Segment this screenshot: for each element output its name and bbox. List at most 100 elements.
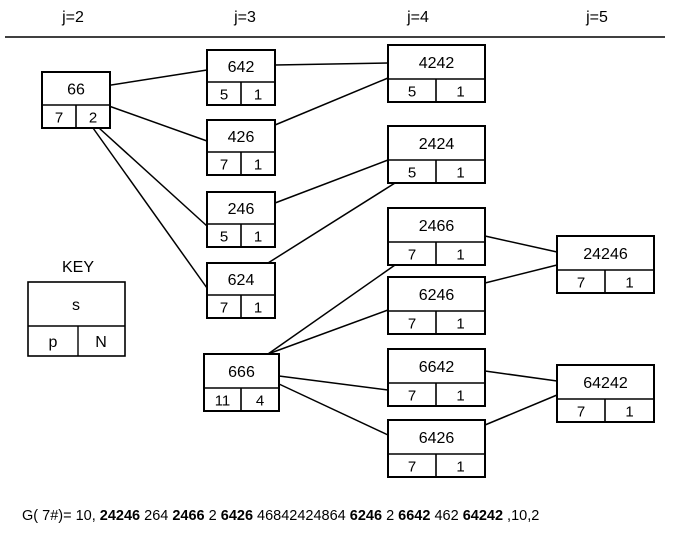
formula-term: ,10,2 [503, 508, 540, 524]
node-s-value: 64242 [583, 375, 628, 392]
formula-bold-term: 2466 [172, 508, 205, 524]
node-p-value: 5 [220, 87, 228, 104]
node-p-value: 7 [408, 459, 416, 476]
formula-prefix: G( 7#)= 10, [22, 508, 100, 524]
formula-bold-term: 24246 [99, 508, 141, 524]
key-n-label: N [95, 334, 107, 351]
node-p-value: 11 [215, 393, 231, 410]
edge-66-246 [98, 127, 208, 227]
node-n-value: 1 [254, 87, 262, 104]
node-s-value: 66 [67, 82, 85, 99]
edge-624-2424 [267, 182, 396, 264]
edge-6246-24246 [484, 264, 558, 284]
node-p-value: 7 [577, 275, 585, 292]
key-p-label: p [49, 334, 58, 351]
edge-66-642 [91, 69, 208, 89]
column-header: j=2 [61, 9, 84, 26]
node-24246: 24246 7 1 [556, 235, 655, 294]
column-header: j=4 [406, 9, 429, 26]
formula-text: G( 7#)= 10, 24246 264 2466 2 6426 468424… [22, 508, 539, 524]
node-666: 666 11 4 [203, 353, 280, 412]
node-s-value: 426 [228, 129, 255, 146]
column-header: j=5 [585, 9, 608, 26]
key-title: KEY [62, 259, 94, 276]
node-n-value: 1 [254, 157, 262, 174]
node-66: 667 2 [41, 71, 111, 129]
formula-parts: 24246 264 2466 2 6426 46842424864 6246 2… [100, 508, 540, 524]
formula-term: 2 [204, 508, 221, 524]
node-n-value: 1 [254, 229, 262, 246]
formula-bold-term: 6642 [398, 508, 431, 524]
edges [91, 62, 558, 436]
node-s-value: 246 [228, 201, 255, 218]
node-s-value: 6426 [419, 430, 455, 447]
node-n-value: 1 [456, 84, 464, 101]
node-s-value: 666 [228, 364, 255, 381]
node-n-value: 1 [456, 459, 464, 476]
formula-bold-term: 64242 [462, 508, 504, 524]
node-n-value: 4 [256, 393, 264, 410]
node-p-value: 7 [577, 404, 585, 421]
node-s-value: 6246 [419, 287, 455, 304]
node-n-value: 1 [456, 247, 464, 264]
node-s-value: 4242 [419, 55, 455, 72]
edge-666-6642 [278, 375, 389, 391]
node-p-value: 7 [408, 388, 416, 405]
node-n-value: 1 [625, 404, 633, 421]
node-n-value: 2 [89, 110, 97, 127]
node-p-value: 7 [408, 247, 416, 264]
edge-426-4242 [274, 77, 389, 126]
column-headers: j=2 j=3 j=4 j=5 [61, 9, 608, 26]
node-n-value: 1 [254, 300, 262, 317]
edge-666-6246 [267, 309, 389, 355]
column-header: j=3 [233, 9, 256, 26]
node-s-value: 2424 [419, 136, 455, 153]
node-s-value: 624 [228, 272, 255, 289]
formula-bold-term: 6246 [349, 508, 383, 524]
node-p-value: 7 [220, 157, 228, 174]
edge-246-2424 [274, 159, 389, 204]
edge-6426-64242 [484, 394, 558, 426]
formula-term: 2 [382, 508, 399, 524]
key-s-label: s [72, 297, 80, 314]
node-p-value: 5 [408, 165, 416, 182]
edge-666-6426 [278, 383, 389, 436]
node-n-value: 1 [456, 316, 464, 333]
edge-2466-24246 [484, 235, 558, 253]
node-p-value: 7 [220, 300, 228, 317]
formula-term: 264 [140, 508, 173, 524]
node-p-value: 5 [408, 84, 416, 101]
node-p-value: 5 [220, 229, 228, 246]
key-box [27, 281, 126, 357]
node-n-value: 1 [456, 388, 464, 405]
edge-6642-64242 [484, 370, 558, 382]
node-p-value: 7 [55, 110, 63, 127]
key-legend: KEY s p N [27, 259, 126, 357]
node-p-value: 7 [408, 316, 416, 333]
node-s-value: 642 [228, 59, 255, 76]
edge-66-624 [92, 127, 208, 289]
node-s-value: 2466 [419, 218, 455, 235]
node-64242: 64242 7 1 [556, 364, 655, 423]
formula-term: 462 [430, 508, 463, 524]
edge-666-2466 [267, 264, 396, 355]
node-n-value: 1 [625, 275, 633, 292]
node-s-value: 24246 [583, 246, 628, 263]
edge-642-4242 [274, 62, 389, 66]
formula-bold-term: 6426 [220, 508, 254, 524]
node-s-value: 6642 [419, 359, 455, 376]
edge-66-426 [91, 99, 208, 142]
node-n-value: 1 [456, 165, 464, 182]
